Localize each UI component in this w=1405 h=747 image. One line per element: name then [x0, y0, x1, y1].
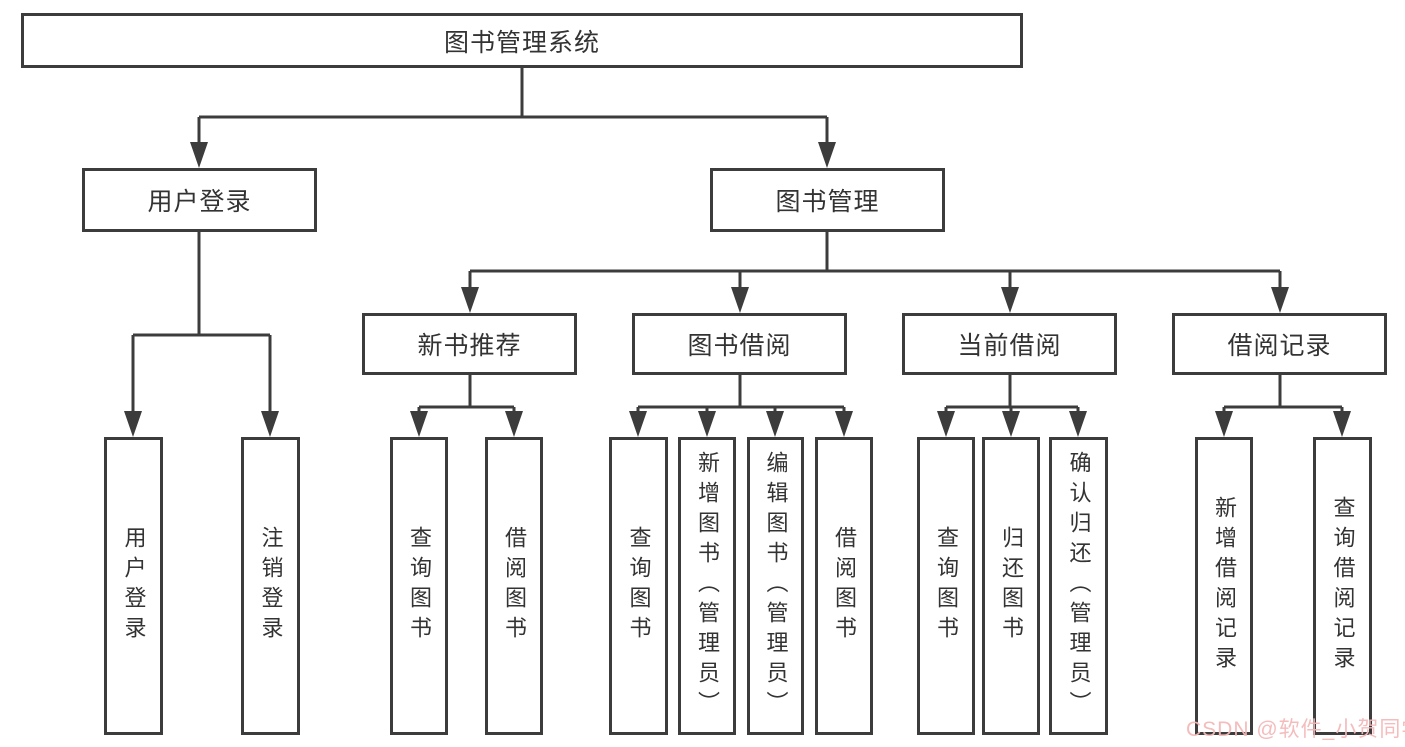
- leaf-borrow-books-borrowing: 借阅图书: [815, 437, 873, 735]
- arrow-down-icon: [1271, 287, 1289, 313]
- node-label: 当前借阅: [957, 332, 1062, 360]
- arrow-down-icon: [410, 411, 428, 437]
- leaf-return-books: 归还图书: [982, 437, 1040, 735]
- node-label: 新增图书（管理员）: [695, 451, 720, 721]
- arrow-down-icon: [1002, 411, 1020, 437]
- node-library-system: 图书管理系统: [21, 13, 1023, 68]
- arrow-down-icon: [629, 411, 647, 437]
- node-label: 查询图书: [407, 526, 432, 646]
- node-book-management: 图书管理: [710, 168, 945, 232]
- arrowheads-group: [124, 142, 1351, 437]
- node-label: 图书管理: [775, 188, 880, 216]
- watermark: CSDN @软件_小贺同学: [1186, 718, 1405, 741]
- arrow-down-icon: [937, 411, 955, 437]
- node-current-borrowing: 当前借阅: [902, 313, 1117, 375]
- leaf-logout: 注销登录: [241, 437, 300, 735]
- arrow-down-icon: [261, 411, 279, 437]
- arrow-down-icon: [1069, 411, 1087, 437]
- node-label: 新增借阅记录: [1212, 496, 1237, 676]
- node-user-login: 用户登录: [82, 168, 317, 232]
- arrow-down-icon: [124, 411, 142, 437]
- leaf-query-books-recommend: 查询图书: [390, 437, 448, 735]
- node-label: 注销登录: [258, 526, 284, 646]
- leaf-borrow-books-recommend: 借阅图书: [485, 437, 543, 735]
- node-label: 查询图书: [934, 526, 959, 646]
- leaf-add-book-admin: 新增图书（管理员）: [678, 437, 736, 735]
- arrow-down-icon: [1001, 287, 1019, 313]
- node-label: 图书管理系统: [443, 28, 600, 57]
- node-label: 借阅图书: [502, 526, 527, 646]
- node-label: 图书借阅: [687, 332, 792, 360]
- leaf-add-borrow-record: 新增借阅记录: [1195, 437, 1253, 735]
- arrow-down-icon: [731, 287, 749, 313]
- leaf-query-books-current: 查询图书: [917, 437, 975, 735]
- leaf-confirm-return-admin: 确认归还（管理员）: [1049, 437, 1108, 735]
- leaf-user-login: 用户登录: [104, 437, 163, 735]
- arrow-down-icon: [766, 411, 784, 437]
- arrow-down-icon: [505, 411, 523, 437]
- arrow-down-icon: [461, 287, 479, 313]
- arrow-down-icon: [698, 411, 716, 437]
- arrow-down-icon: [1333, 411, 1351, 437]
- node-label: 归还图书: [999, 526, 1024, 646]
- arrow-down-icon: [1215, 411, 1233, 437]
- node-label: 查询借阅记录: [1330, 496, 1356, 676]
- node-label: 借阅记录: [1227, 332, 1332, 360]
- arrow-down-icon: [818, 142, 836, 168]
- node-label: 借阅图书: [832, 526, 857, 646]
- arrow-down-icon: [190, 142, 208, 168]
- node-book-borrowing: 图书借阅: [632, 313, 847, 375]
- node-label: 用户登录: [147, 188, 252, 216]
- leaf-query-borrow-record: 查询借阅记录: [1313, 437, 1372, 735]
- node-new-book-recommendation: 新书推荐: [362, 313, 577, 375]
- node-label: 确认归还（管理员）: [1066, 451, 1092, 721]
- node-label: 新书推荐: [417, 332, 522, 360]
- node-label: 用户登录: [121, 526, 147, 646]
- leaf-query-books-borrowing: 查询图书: [609, 437, 668, 735]
- arrow-down-icon: [835, 411, 853, 437]
- leaf-edit-book-admin: 编辑图书（管理员）: [747, 437, 804, 735]
- node-label: 查询图书: [626, 526, 652, 646]
- node-label: 编辑图书（管理员）: [763, 451, 789, 721]
- node-borrowing-records: 借阅记录: [1172, 313, 1387, 375]
